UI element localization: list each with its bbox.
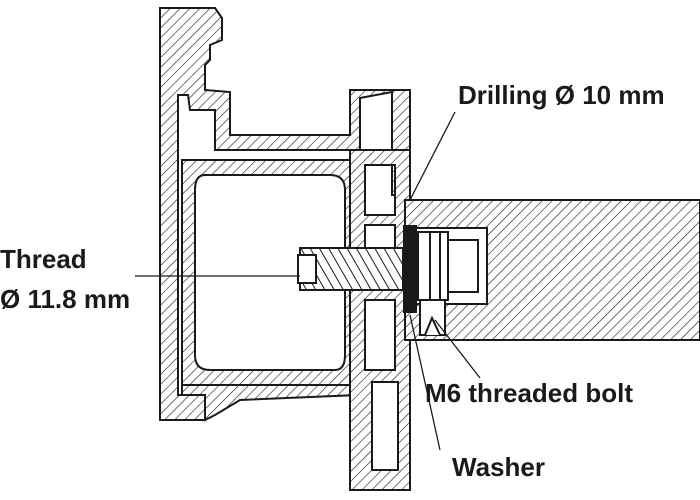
threaded-bolt — [417, 231, 479, 336]
label-thread: Thread — [0, 244, 87, 274]
label-thread-diameter: Ø 11.8 mm — [0, 284, 131, 314]
label-washer: Washer — [452, 452, 545, 482]
washer — [403, 225, 417, 313]
leader-lines — [135, 111, 481, 451]
thread-screw — [299, 247, 404, 291]
label-bolt: M6 threaded bolt — [425, 378, 634, 408]
right-column — [349, 149, 411, 491]
lower-flange — [181, 384, 359, 422]
label-drilling: Drilling Ø 10 mm — [458, 80, 665, 110]
